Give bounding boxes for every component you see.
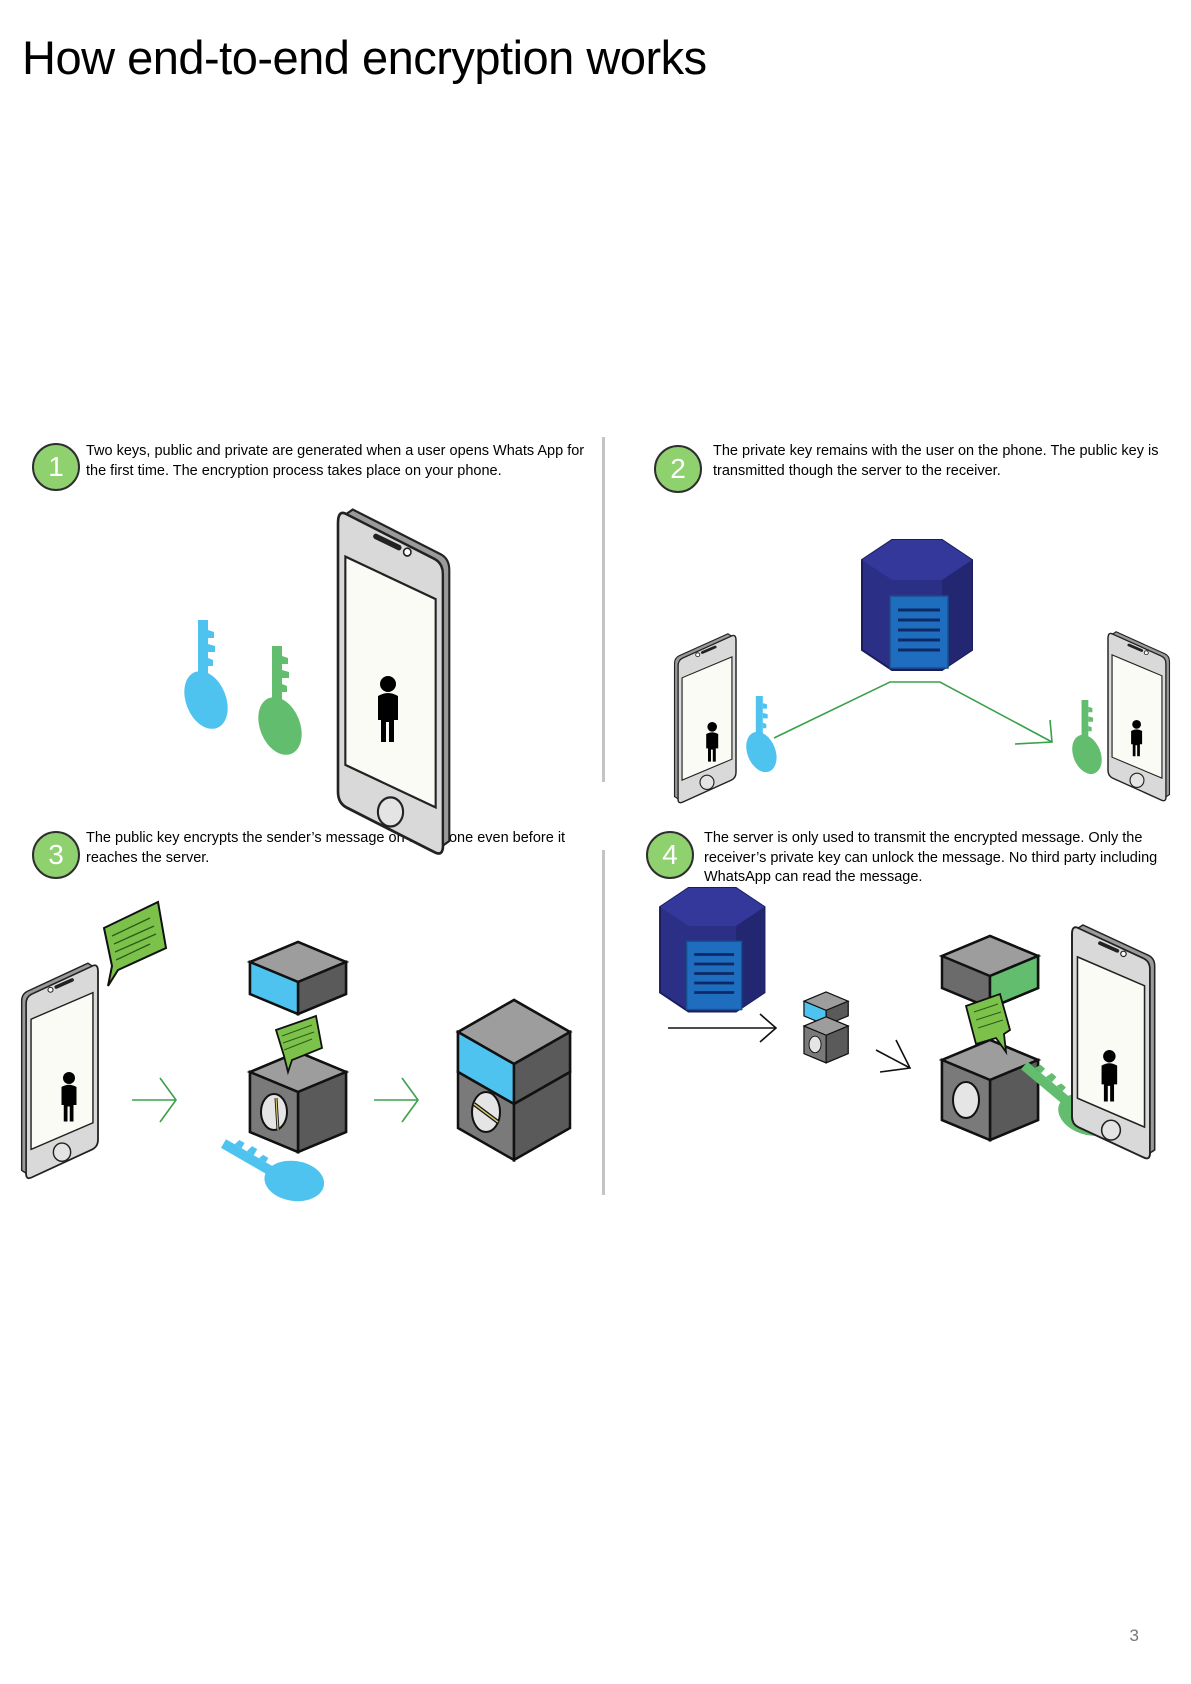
arrow-right-icon: [668, 1013, 778, 1043]
vertical-divider-bottom: [602, 850, 605, 1195]
lockbox-icon: [455, 998, 573, 1163]
step-3-badge: 3: [32, 831, 80, 879]
public-key-icon: [1066, 700, 1108, 779]
smartphone-icon: [673, 632, 738, 805]
message-bubble-icon: [964, 992, 1012, 1056]
arrow-right-icon: [1014, 719, 1053, 745]
panel-1-illustration: [176, 510, 449, 854]
step-1-text: Two keys, public and private are generat…: [86, 443, 585, 479]
panel-3-illustration: [19, 900, 573, 1225]
lockbox-icon: [803, 991, 849, 1064]
panel-2-illustration: [673, 538, 1171, 805]
arrow-right-icon: [132, 1077, 177, 1123]
arrow-right-icon: [875, 1039, 912, 1073]
smartphone-icon: [19, 961, 100, 1180]
page-title: How end-to-end encryption works: [22, 31, 707, 84]
step-2-badge: 2: [654, 445, 702, 493]
step-4-badge: 4: [646, 831, 694, 879]
message-bubble-icon: [274, 1014, 324, 1076]
step-2-text: The private key remains with the user on…: [713, 443, 1159, 479]
private-key-icon: [250, 646, 310, 762]
arrow-right-icon: [374, 1077, 419, 1123]
transmission-path: [773, 681, 1053, 743]
public-key-icon: [176, 620, 236, 736]
server-icon: [658, 886, 766, 1013]
step-1-badge: 1: [32, 443, 80, 491]
lockbox-icon: [248, 940, 348, 1154]
message-bubble-icon: [102, 900, 168, 987]
step-4-text: The server is only used to transmit the …: [704, 830, 1158, 885]
panel-4-illustration: [658, 886, 1157, 1161]
vertical-divider-top: [602, 437, 605, 782]
smartphone-icon: [1106, 630, 1171, 803]
server-icon: [860, 538, 974, 672]
smartphone-icon: [1070, 923, 1157, 1161]
page-number: 3: [1129, 1626, 1139, 1645]
